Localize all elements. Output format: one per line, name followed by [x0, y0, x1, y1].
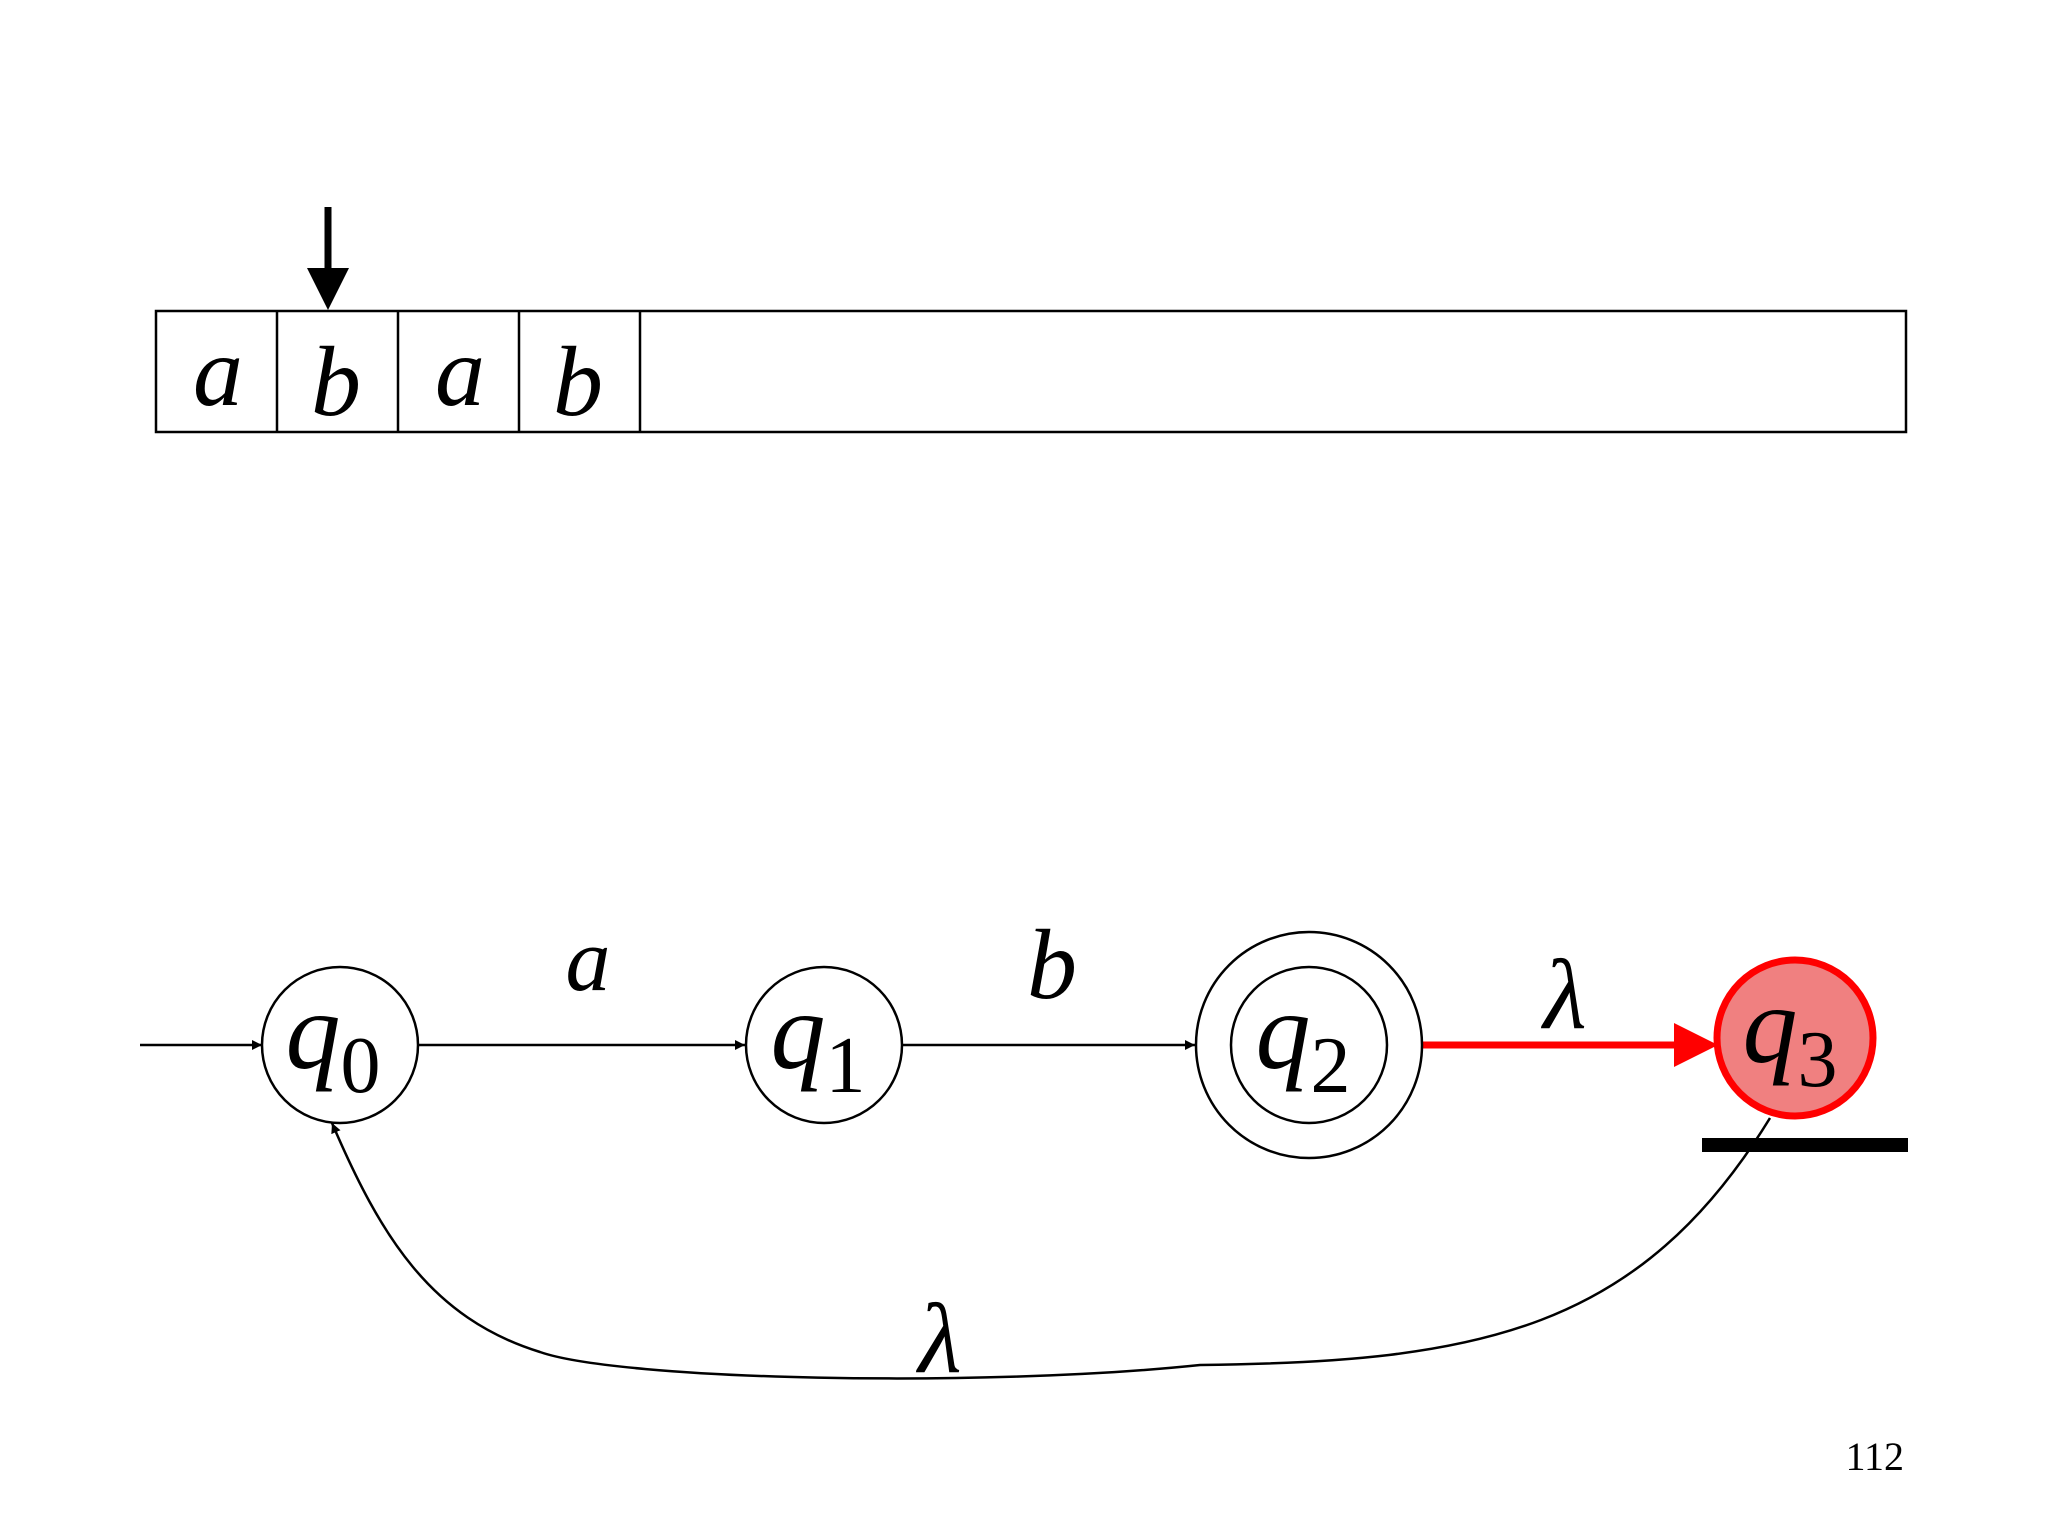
state-index: 2 [1311, 1022, 1351, 1110]
svg-text:q0: q0 [286, 970, 381, 1110]
tape-head-arrow [307, 207, 349, 310]
state-letter: q [771, 970, 826, 1092]
state-index: 3 [1798, 1016, 1838, 1104]
transition-label-q2-q3: λ [1540, 939, 1586, 1050]
svg-text:q1: q1 [771, 970, 866, 1110]
transition-label-q0-q1: a [566, 911, 611, 1010]
tape-cell-symbol: b [553, 326, 603, 437]
state-q0: q0 [260, 965, 420, 1125]
transition-label-q3-q0: λ [915, 1283, 961, 1394]
state-letter: q [1256, 970, 1311, 1092]
state-q3-active: q3 [1713, 956, 1877, 1120]
state-letter: q [1743, 964, 1798, 1086]
state-index: 0 [341, 1022, 381, 1110]
page-number: 112 [1845, 1434, 1904, 1479]
transition-label-q1-q2: b [1027, 909, 1077, 1020]
transition-q3-q0 [330, 1117, 1772, 1380]
state-q2-accepting: q2 [1194, 930, 1424, 1160]
state-index: 1 [826, 1022, 866, 1110]
state-q1: q1 [744, 965, 904, 1125]
tape-cell-symbol: a [435, 316, 485, 427]
transition-q2-q3 [1422, 1023, 1718, 1067]
tape-cell-symbol: b [311, 326, 361, 437]
svg-text:q3: q3 [1743, 964, 1838, 1104]
tape-cell-symbol: a [193, 316, 243, 427]
tape-outline [154, 309, 1908, 434]
svg-text:q2: q2 [1256, 970, 1351, 1110]
input-tape: a b a b [154, 309, 1908, 437]
state-letter: q [286, 970, 341, 1092]
